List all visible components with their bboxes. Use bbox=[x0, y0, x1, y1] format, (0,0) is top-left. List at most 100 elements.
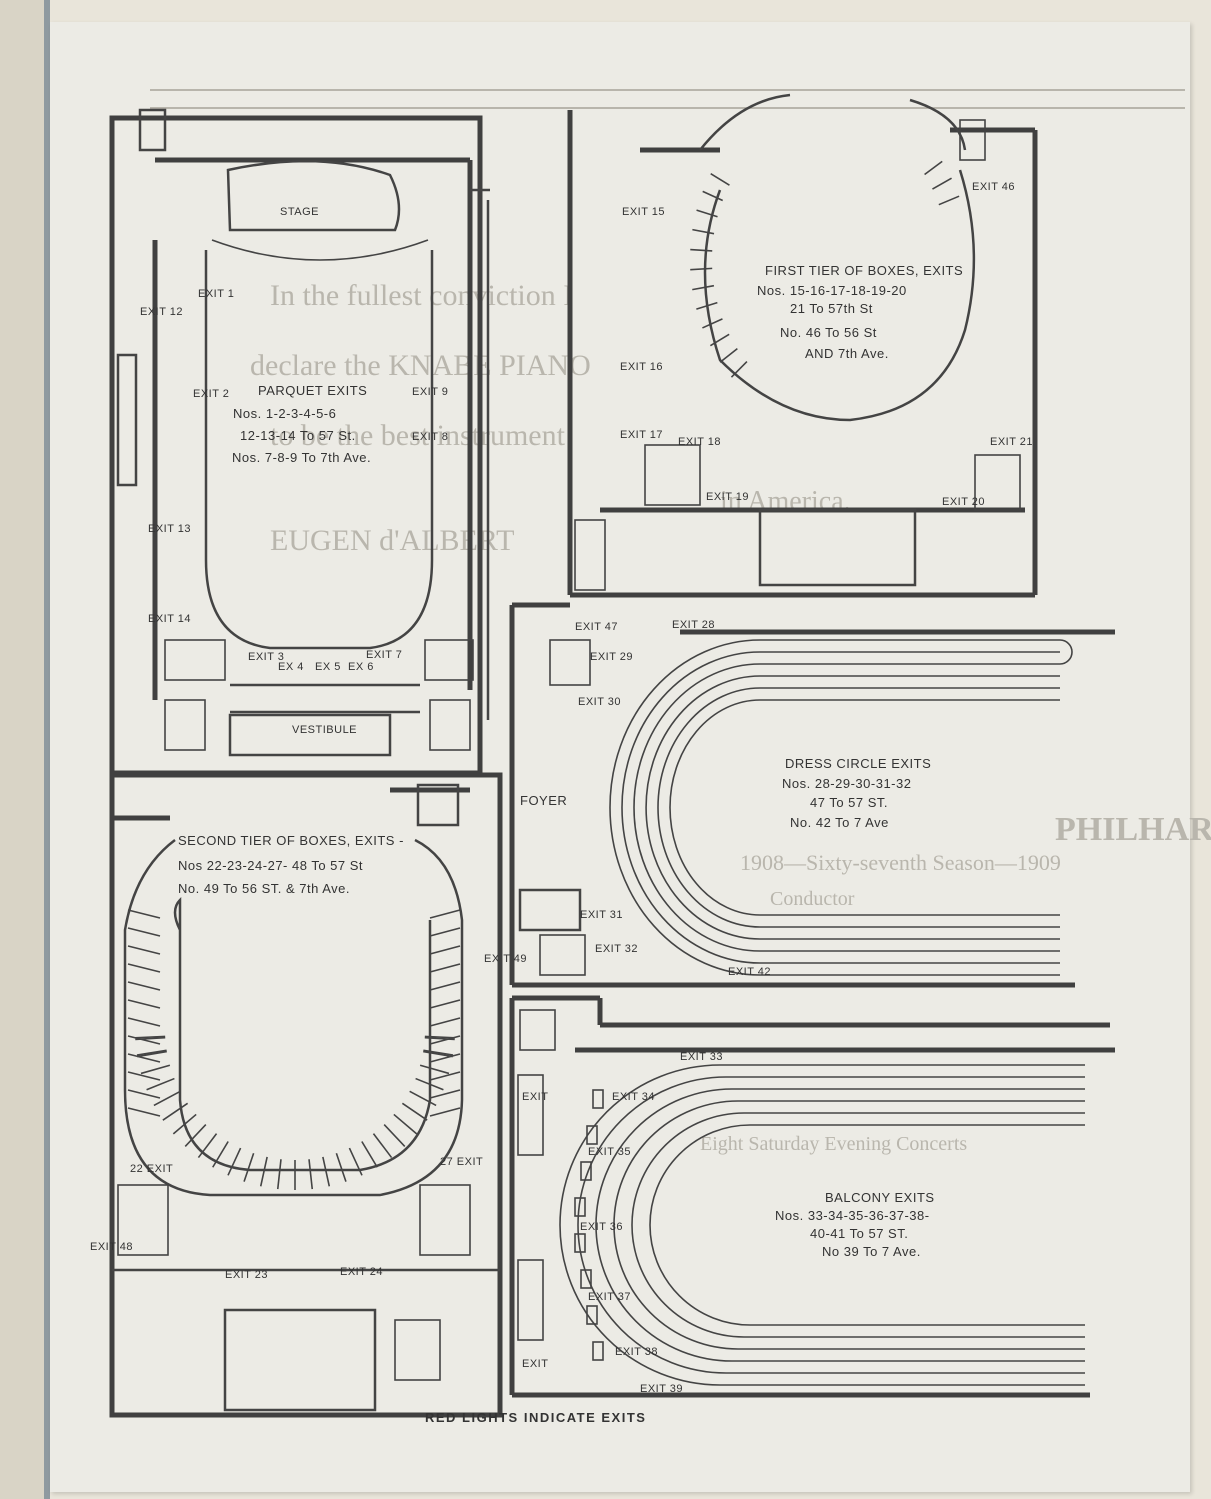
exit-39: EXIT 39 bbox=[640, 1383, 683, 1395]
box-partition bbox=[692, 284, 715, 291]
box-partition bbox=[146, 1077, 175, 1091]
exit-33: EXIT 33 bbox=[680, 1051, 723, 1063]
dress-circle-plan: FOYER DRESS CIRCLE EXITS Nos. 28-29-30-3… bbox=[484, 602, 1115, 988]
box-partition bbox=[372, 1133, 393, 1159]
exit-27: 27 EXIT bbox=[440, 1156, 483, 1168]
exit-8: EXIT 8 bbox=[412, 431, 448, 443]
first-tier-box-partitions bbox=[690, 160, 960, 378]
box-partition bbox=[423, 1050, 453, 1058]
balcony-box bbox=[586, 1305, 598, 1325]
balcony-box bbox=[574, 1197, 586, 1217]
box-partition bbox=[127, 909, 161, 919]
exit-24: EXIT 24 bbox=[340, 1266, 383, 1278]
seat-row bbox=[669, 699, 1060, 916]
box-partition bbox=[140, 1064, 171, 1075]
box-partition bbox=[308, 1159, 314, 1190]
box-partition bbox=[127, 1035, 161, 1045]
exit-34: EXIT 34 bbox=[612, 1091, 655, 1103]
exit-40: EXIT bbox=[522, 1091, 548, 1103]
box-partition bbox=[361, 1141, 378, 1168]
box-partition bbox=[429, 945, 461, 955]
box-partition bbox=[153, 1090, 181, 1107]
box-partition bbox=[429, 981, 461, 991]
parquet-title: PARQUET EXITS bbox=[258, 383, 367, 398]
box-partition bbox=[127, 999, 161, 1009]
top-border-strip bbox=[150, 89, 1185, 109]
exit-37: EXIT 37 bbox=[588, 1291, 631, 1303]
dress-circle-line-3: No. 42 To 7 Ave bbox=[790, 815, 889, 830]
exit-6: EX 6 bbox=[348, 661, 374, 673]
second-tier-outline bbox=[123, 838, 464, 1197]
footer-caption: RED LIGHTS INDICATE EXITS bbox=[425, 1410, 646, 1425]
exit-15: EXIT 15 bbox=[622, 206, 665, 218]
seat-row bbox=[633, 663, 1060, 952]
ghost-signature: EUGEN d'ALBERT bbox=[270, 524, 514, 557]
first-tier-line-4: AND 7th Ave. bbox=[805, 346, 889, 361]
parquet-line-1: Nos. 1-2-3-4-5-6 bbox=[233, 406, 336, 421]
seat-row bbox=[559, 1064, 1085, 1386]
exit-32: EXIT 32 bbox=[595, 943, 638, 955]
binding-edge bbox=[44, 0, 50, 1499]
exit-19: EXIT 19 bbox=[706, 491, 749, 503]
box-partition bbox=[227, 1147, 242, 1176]
exit-38: EXIT 38 bbox=[615, 1346, 658, 1358]
seat-row bbox=[613, 1100, 1085, 1350]
balcony-line-3: No 39 To 7 Ave. bbox=[822, 1244, 921, 1259]
box-partition bbox=[429, 1107, 461, 1117]
exit-17: EXIT 17 bbox=[620, 429, 663, 441]
box-partition bbox=[424, 1035, 455, 1039]
first-tier-left-arc bbox=[699, 93, 791, 151]
exit-13: EXIT 13 bbox=[148, 523, 191, 535]
box-partition bbox=[127, 1071, 161, 1081]
seat-row bbox=[631, 1112, 1085, 1338]
box-partition bbox=[127, 1053, 161, 1063]
balcony-box bbox=[592, 1341, 604, 1361]
seat-row bbox=[577, 1076, 1085, 1374]
stage-outline bbox=[226, 159, 401, 232]
box-partition bbox=[184, 1124, 207, 1147]
vestibule-room bbox=[228, 713, 392, 757]
exit-46: EXIT 46 bbox=[972, 181, 1015, 193]
box-partition bbox=[172, 1113, 197, 1135]
ghost-season: 1908—Sixty-seventh Season—1909 bbox=[740, 850, 1061, 875]
exit-49: EXIT 49 bbox=[484, 953, 527, 965]
first-tier-right-arc bbox=[909, 98, 967, 151]
box-partition bbox=[162, 1102, 189, 1121]
seat-row bbox=[609, 639, 1060, 976]
box-partition bbox=[127, 1017, 161, 1027]
ghost-line-3: to be the best instrument bbox=[270, 419, 566, 452]
box-partition bbox=[137, 1050, 167, 1058]
ghost-evening: Eight Saturday Evening Concerts bbox=[700, 1133, 967, 1155]
box-partition bbox=[197, 1133, 218, 1159]
box-partition bbox=[383, 1124, 406, 1147]
box-partition bbox=[127, 963, 161, 973]
exit-20: EXIT 20 bbox=[942, 496, 985, 508]
first-tier-plan: FIRST TIER OF BOXES, EXITS Nos. 15-16-17… bbox=[567, 93, 1038, 598]
first-tier-line-1: Nos. 15-16-17-18-19-20 bbox=[757, 283, 907, 298]
first-tier-line-3: No. 46 To 56 St bbox=[780, 325, 877, 340]
first-tier-stage-block bbox=[758, 508, 917, 587]
box-partition bbox=[429, 963, 461, 973]
box-partition bbox=[348, 1147, 363, 1176]
box-partition bbox=[710, 172, 730, 186]
box-partition bbox=[692, 228, 715, 235]
exit-7: EXIT 7 bbox=[366, 649, 402, 661]
box-partition bbox=[127, 927, 161, 937]
box-partition bbox=[127, 945, 161, 955]
proscenium-arc bbox=[211, 239, 429, 261]
exit-31: EXIT 31 bbox=[580, 909, 623, 921]
box-partition bbox=[429, 1035, 461, 1045]
first-tier-title: FIRST TIER OF BOXES, EXITS bbox=[765, 263, 963, 278]
box-partition bbox=[932, 177, 952, 190]
box-partition bbox=[429, 1089, 461, 1099]
exit-23: EXIT 23 bbox=[225, 1269, 268, 1281]
box-partition bbox=[702, 318, 723, 329]
box-partition bbox=[401, 1102, 428, 1121]
stage-label: STAGE bbox=[280, 206, 319, 218]
parquet-stairs bbox=[164, 639, 474, 751]
second-tier-line-1: Nos 22-23-24-27- 48 To 57 St bbox=[178, 858, 363, 873]
binding-spine bbox=[0, 0, 46, 1499]
ghost-conductor: Conductor bbox=[770, 888, 855, 910]
exit-12: EXIT 12 bbox=[140, 306, 183, 318]
